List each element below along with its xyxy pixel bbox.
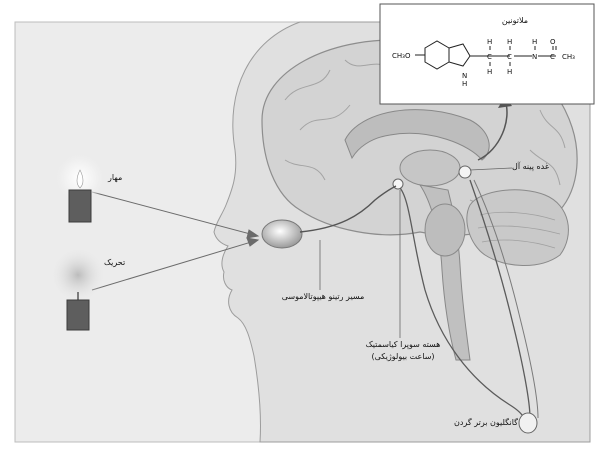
formula-ch3: CH₃ <box>562 53 575 61</box>
pineal-gland <box>459 166 471 178</box>
label-pineal-gland: غده پینه آل <box>512 162 582 171</box>
formula-c1: C <box>487 53 492 61</box>
formula-c3: C <box>550 53 555 61</box>
thalamus <box>400 150 460 186</box>
formula-methoxy: CH₃O <box>392 52 411 60</box>
formula-h5: H <box>507 68 512 76</box>
label-melatonin: ملاتونین <box>470 16 560 25</box>
formula-h2: H <box>507 38 512 46</box>
label-retinohypothalamic-tract: مسیر رتینو هیپوتالاموسی <box>258 292 388 301</box>
label-superior-cervical-ganglion: گانگلیون برتر گردن <box>418 418 518 427</box>
formula-o: O <box>550 38 556 46</box>
formula-h4: H <box>487 68 492 76</box>
candle-inhibition <box>69 190 91 222</box>
candle-stimulation <box>67 300 89 330</box>
formula-n: N <box>532 53 537 61</box>
formula-h3: H <box>532 38 537 46</box>
label-inhibition: مهار <box>108 173 148 182</box>
pons <box>425 204 465 256</box>
label-suprachiasmatic-nucleus: هسته سوپرا کیاسمتیک <box>348 340 458 349</box>
eye <box>262 220 302 248</box>
formula-h1: H <box>487 38 492 46</box>
label-stimulation: تحریک <box>104 258 154 267</box>
formula-c2: C <box>507 53 512 61</box>
formula-nh: N <box>462 72 467 80</box>
superior-cervical-ganglion <box>519 413 537 433</box>
formula-nh-h: H <box>462 80 467 88</box>
label-biological-clock: (ساعت بیولوژیکی) <box>348 352 458 361</box>
